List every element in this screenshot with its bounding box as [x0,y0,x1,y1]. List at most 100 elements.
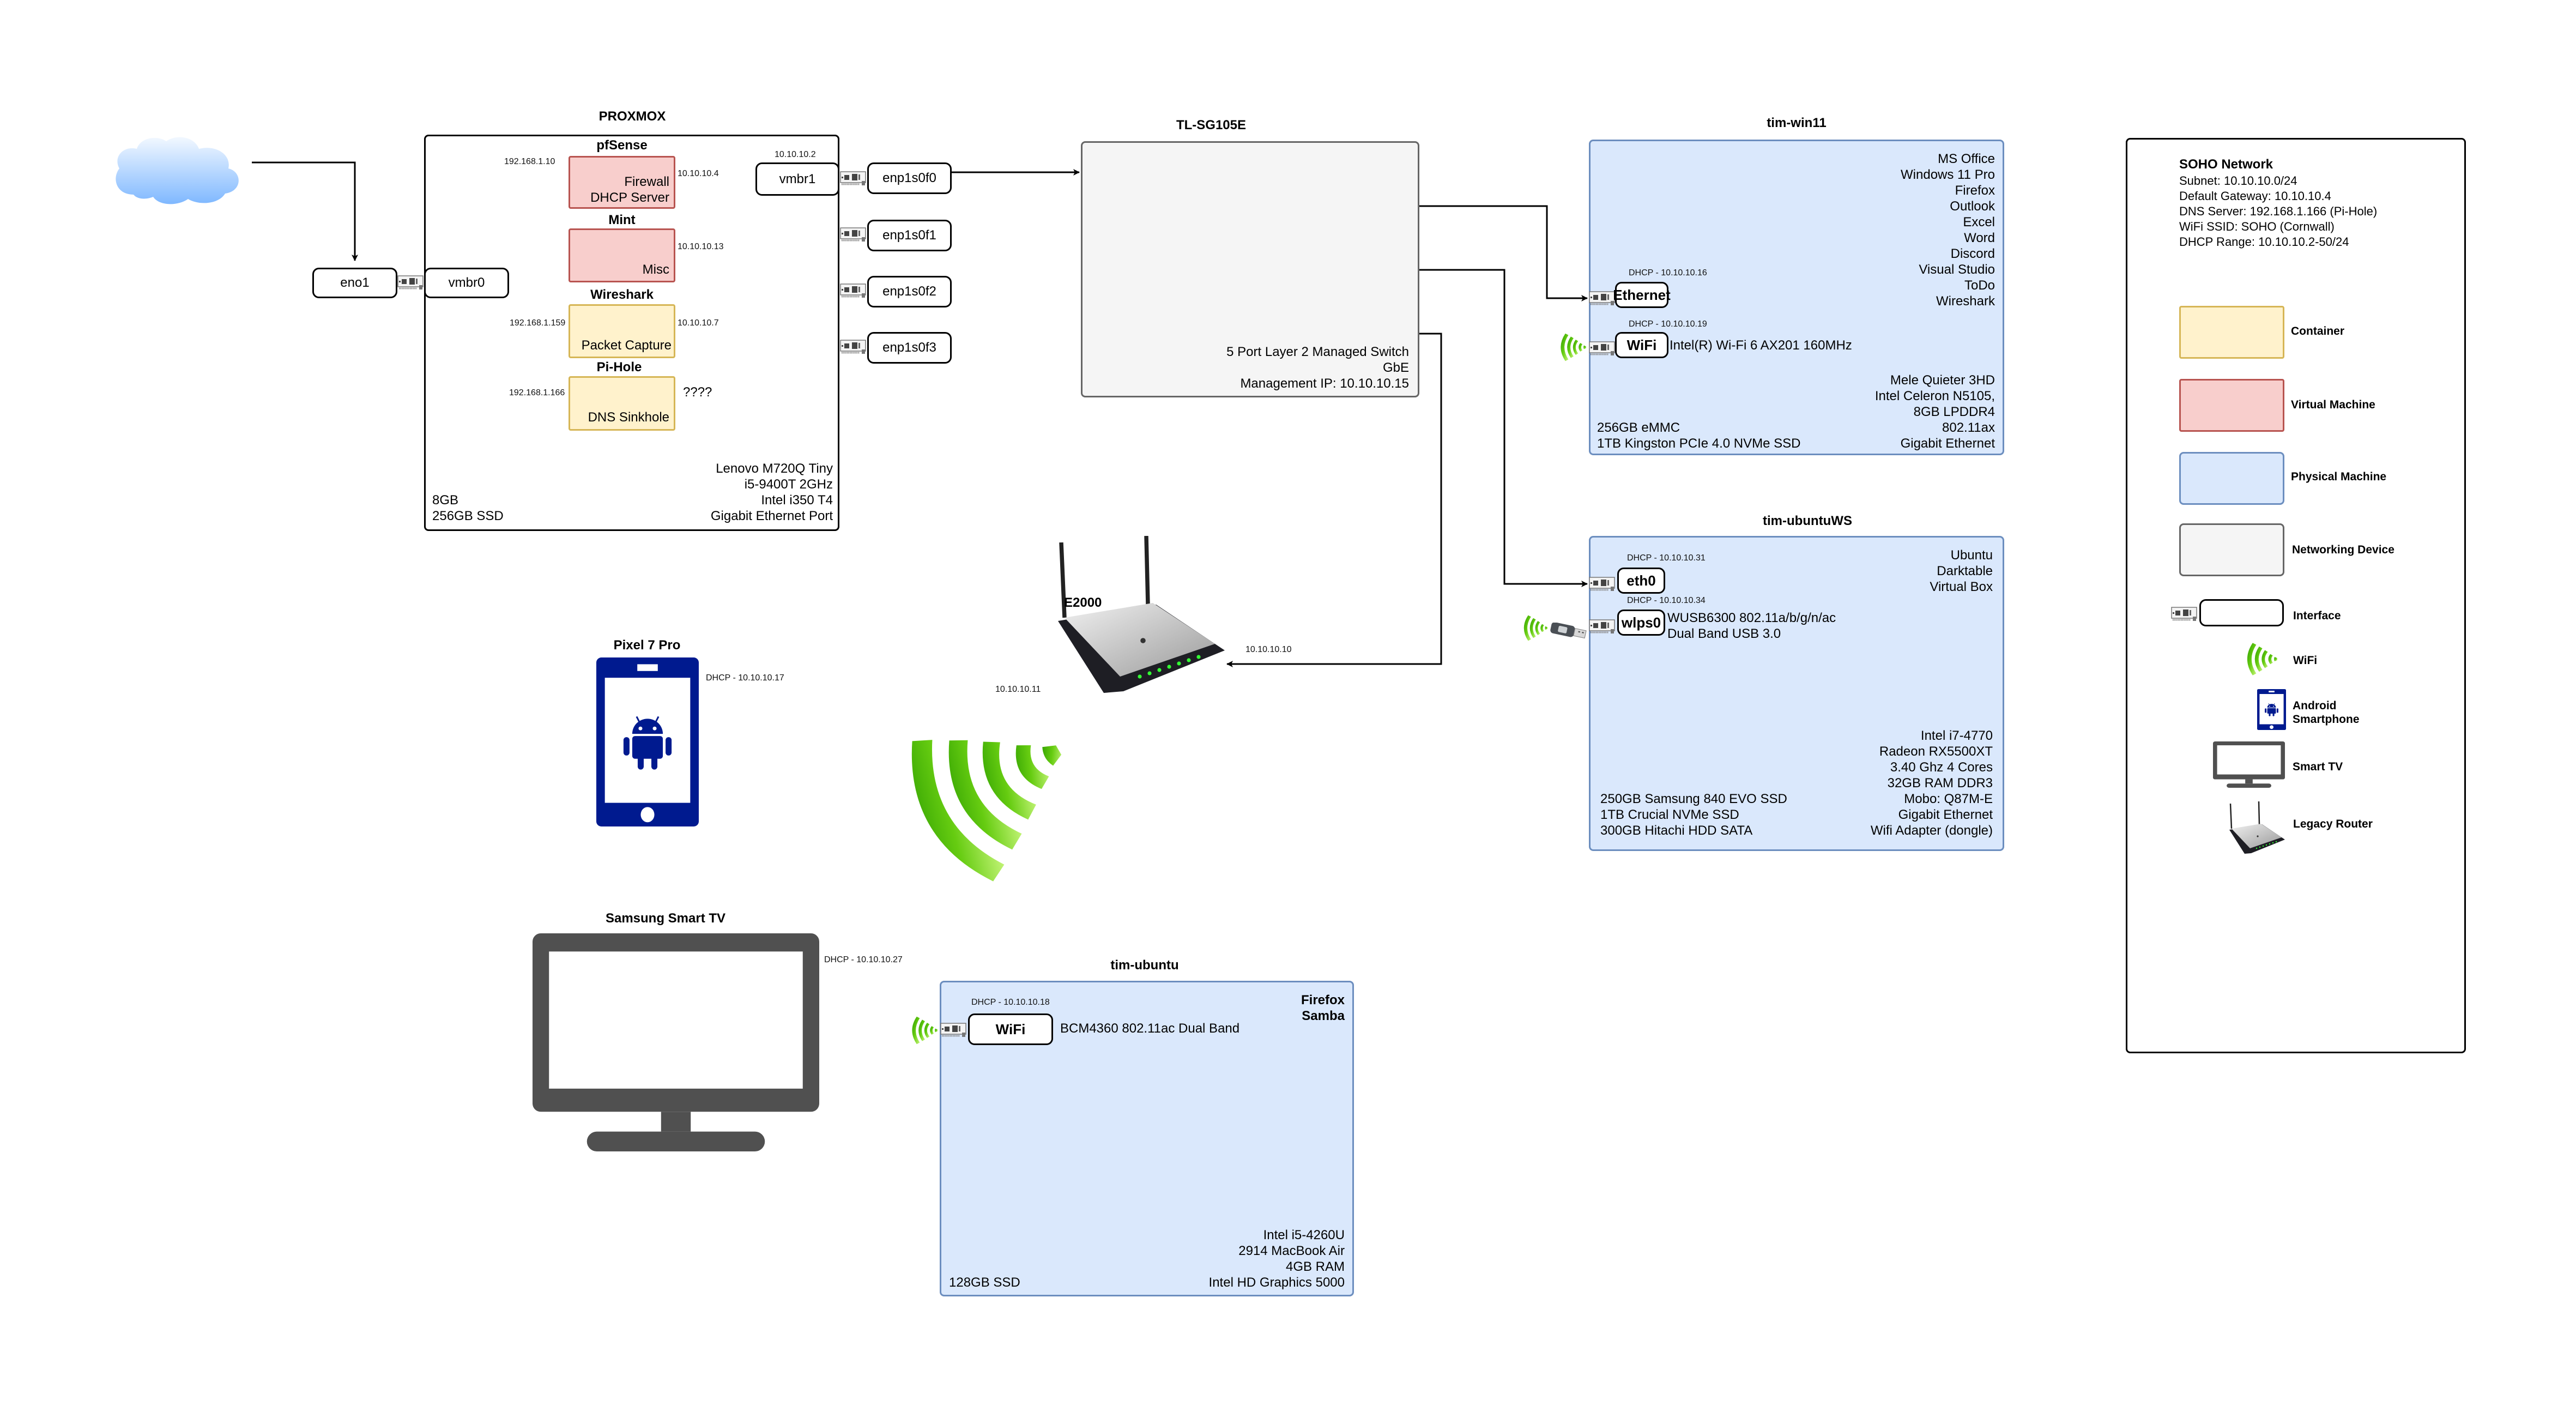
network-card-icon [840,226,866,243]
wireshark-container[interactable]: Packet Capture [569,304,675,358]
wireshark-title: Wireshark [590,287,654,302]
spec-item: 2914 MacBook Air [1238,1244,1345,1258]
legend-router-icon [2223,801,2287,856]
ubuntu-specs-right: Intel i5-4260U 2914 MacBook Air 4GB RAM … [1209,1227,1345,1290]
spec-item: 1TB Crucial NVMe SSD [1600,807,1739,822]
network-card-icon [1589,290,1615,306]
proxmox-model: Lenovo M720Q Tiny [716,461,833,476]
wifi-signal-icon [1517,614,1550,642]
ubuntu-wifi-ip: DHCP - 10.10.10.18 [971,998,1050,1007]
app-item: Discord [1950,246,1995,261]
nic-enp1s0f1[interactable]: enp1s0f1 [867,220,952,251]
legacy-router-icon[interactable] [1045,536,1225,699]
ubuntu-specs-left: 128GB SSD [949,1275,1020,1290]
app-item: Word [1964,231,1995,245]
adapter-line: Dual Band USB 3.0 [1667,626,1781,641]
spec-item: Gigabit Ethernet [1898,807,1993,822]
wifi-broadcast-icon [894,703,1074,883]
spec-item: 4GB RAM [1285,1259,1345,1274]
app-item: Ubuntu [1950,548,1993,563]
wire-switch-ubuntuws [1419,269,1588,587]
legend-interface-sample [2199,599,2284,626]
pihole-container[interactable]: DNS Sinkhole [569,376,675,431]
legend-label-container: Container [2291,325,2345,337]
legend-swatch-container [2179,306,2284,359]
network-card-icon [840,282,866,299]
proxmox-specs-left: 8GB 256GB SSD [432,492,504,524]
spec-item: Intel i5-4260U [1263,1228,1345,1242]
mint-title: Mint [608,213,636,227]
spec-item: 250GB Samsung 840 EVO SSD [1600,792,1787,806]
ubuntuws-eth0-interface[interactable]: eth0 [1617,568,1665,594]
spec-item: 1TB Kingston PCIe 4.0 NVMe SSD [1597,436,1801,451]
proxmox-specs-right: Lenovo M720Q Tiny i5-9400T 2GHz Intel i3… [711,461,833,524]
network-ssid: WiFi SSID: SOHO (Cornwall) [2179,220,2335,233]
network-card-icon [1589,340,1615,357]
app-item: Darktable [1937,564,1993,578]
mint-vm[interactable]: Misc [569,228,675,282]
wire-internet-eno1 [252,161,358,261]
legend-label-physical: Physical Machine [2291,470,2387,483]
ubuntuws-wlps0-interface[interactable]: wlps0 [1617,610,1665,636]
e2000-title: E2000 [1064,595,1102,610]
adapter-line: WUSB6300 802.11a/b/g/n/ac [1667,611,1836,625]
pihole-role: DNS Sinkhole [588,410,669,425]
legend-swatch-vm [2179,379,2284,432]
pfsense-vm[interactable]: Firewall DHCP Server [569,156,675,209]
spec-item: Mele Quieter 3HD [1890,373,1995,388]
nic-enp1s0f2[interactable]: enp1s0f2 [867,276,952,307]
e2000-wan-ip: 10.10.10.10 [1245,645,1292,654]
ubuntu-wifi-interface[interactable]: WiFi [968,1013,1053,1045]
ubuntuws-eth0-ip: DHCP - 10.10.10.31 [1627,553,1706,563]
ubuntuws-wlps0-ip: DHCP - 10.10.10.34 [1627,596,1706,605]
ubuntu-apps: Firefox Samba [1301,992,1345,1024]
network-gateway: Default Gateway: 10.10.10.4 [2179,189,2331,203]
nic-enp1s0f3[interactable]: enp1s0f3 [867,332,952,364]
win11-title: tim-win11 [1767,116,1827,130]
eno1-interface[interactable]: eno1 [312,268,397,298]
pfsense-wan-ip: 192.168.1.10 [504,157,555,166]
spec-item: 802.11ax [1942,420,1995,435]
spec-item: 128GB SSD [949,1275,1020,1290]
app-item: Samba [1302,1009,1345,1023]
mint-lan-ip: 10.10.10.13 [678,242,724,251]
win11-apps: MS Office Windows 11 Pro Firefox Outlook… [1901,151,1995,309]
app-item: Firefox [1955,183,1995,198]
spec-item: 8GB LPDDR4 [1913,405,1995,419]
spec-item: Gigabit Ethernet [1900,436,1995,451]
network-card-icon [2171,606,2197,622]
proxmox-ethernet: Gigabit Ethernet Port [710,509,833,523]
network-dhcp-range: DHCP Range: 10.10.10.2-50/24 [2179,235,2349,249]
ubuntuws-title: tim-ubuntuWS [1763,514,1852,528]
app-item: Outlook [1950,199,1995,214]
network-card-icon [1589,576,1615,592]
spec-item: 3.40 Ghz 4 Cores [1890,760,1993,775]
network-card-icon [840,339,866,355]
legend-tv-icon [2213,741,2285,788]
app-item: MS Office [1938,152,1995,166]
vmbr0-bridge[interactable]: vmbr0 [424,268,509,298]
ubuntuws-apps: Ubuntu Darktable Virtual Box [1930,547,1993,595]
win11-wifi-adapter: Intel(R) Wi-Fi 6 AX201 160MHz [1670,338,1852,353]
wireshark-lan-ip: 10.10.10.7 [678,318,719,328]
switch-tl-sg105e[interactable]: 5 Port Layer 2 Managed Switch GbE Manage… [1081,141,1419,397]
win11-ethernet-interface[interactable]: Ethernet [1613,282,1671,308]
legend-label-interface: Interface [2293,610,2341,622]
ubuntu-title: tim-ubuntu [1110,958,1179,973]
android-smartphone-icon[interactable] [596,657,699,826]
app-item: Wireshark [1936,294,1995,309]
vmbr1-bridge[interactable]: vmbr1 [755,162,839,196]
vmbr1-ip: 10.10.10.2 [775,150,816,159]
spec-item: 256GB eMMC [1597,420,1680,435]
network-card-icon [397,274,424,291]
spec-item: Wifi Adapter (dongle) [1870,823,1993,838]
win11-wifi-interface[interactable]: WiFi [1615,332,1668,358]
usb-dongle-icon [1549,623,1587,639]
ubuntuws-wifi-adapter: WUSB6300 802.11a/b/g/n/ac Dual Band USB … [1667,610,1836,642]
spec-item: Intel i7-4770 [1920,728,1993,743]
spec-item: 32GB RAM DDR3 [1887,776,1993,791]
legend-label-network: Networking Device [2292,544,2394,556]
wireshark-wan-ip: 192.168.1.159 [510,318,566,328]
smart-tv-icon[interactable] [533,933,819,1151]
nic-enp1s0f0[interactable]: enp1s0f0 [867,162,952,194]
